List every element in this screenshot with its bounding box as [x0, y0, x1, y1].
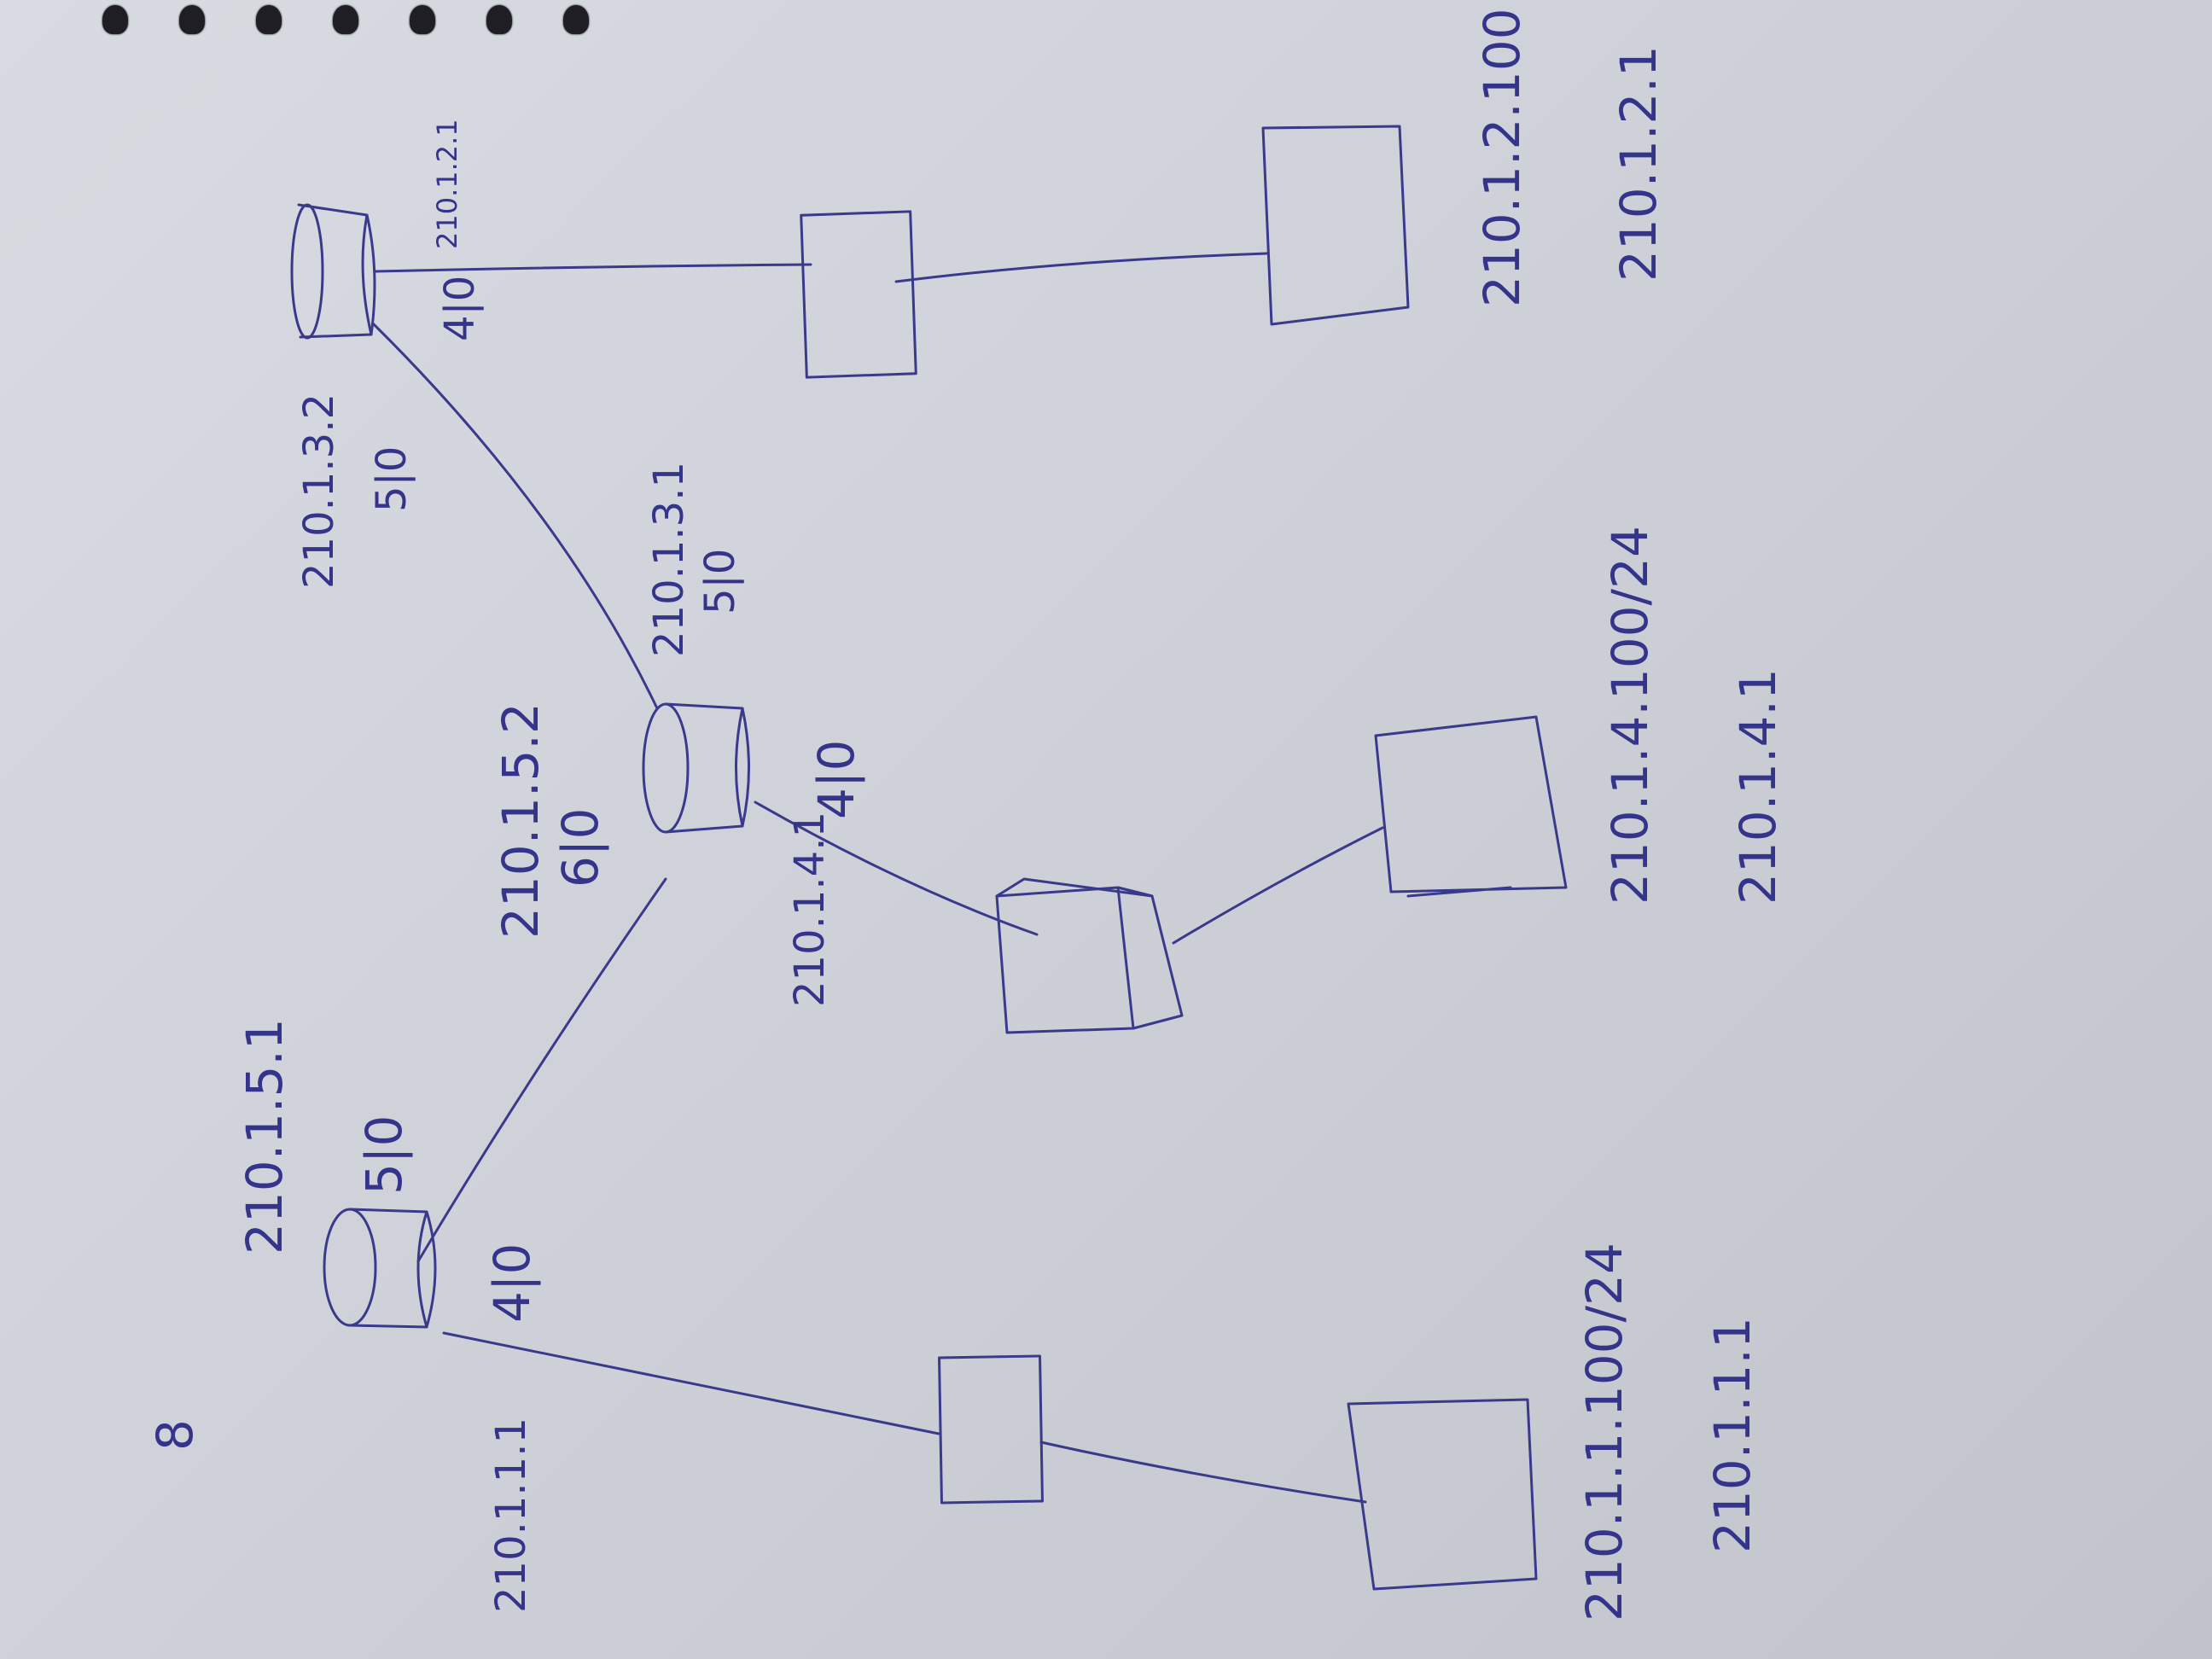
link-router2-switch2 — [754, 800, 1039, 936]
binding-ring — [563, 5, 589, 34]
link-router3-switch3 — [374, 263, 812, 273]
r1-fastethernet-interface-label: 4|0 — [483, 1243, 541, 1323]
r1-fastethernet-ip-label: 210.1.1.1 — [487, 1417, 535, 1613]
pc-icon — [1347, 1398, 1538, 1591]
switch-icon — [800, 210, 917, 379]
binding-ring — [486, 5, 512, 34]
router-icon — [290, 203, 376, 340]
router-icon — [642, 702, 750, 834]
r2-serial1-interface-label: 6|0 — [551, 808, 609, 888]
binding-ring — [256, 5, 282, 34]
r1-serial-interface-label: 5|0 — [355, 1115, 413, 1195]
binding-ring — [179, 5, 205, 34]
pc1-gateway-label: 210.1.1.1 — [1703, 1317, 1761, 1553]
binding-ring — [102, 5, 128, 34]
link-router1-switch1 — [442, 1331, 940, 1435]
r3-fastethernet-interface-label: 4|0 — [436, 276, 484, 341]
r2-serial1-ip-label: 210.1.5.2 — [492, 702, 550, 939]
pc1-ip-label: 210.1.1.100/24 — [1575, 1243, 1633, 1621]
link-switch2-pc2 — [1172, 826, 1384, 945]
spiral-binding — [0, 0, 2212, 34]
link-router2-router3 — [372, 323, 659, 710]
pc-icon — [1374, 715, 1568, 898]
pc3-gateway-label: 210.1.2.1 — [1610, 45, 1668, 282]
link-switch1-pc1 — [1039, 1441, 1367, 1504]
switch-icon — [938, 1354, 1044, 1505]
pc-icon — [1261, 125, 1410, 326]
pc3-ip-label: 210.1.2.100 — [1473, 8, 1531, 307]
router-icon — [323, 1208, 437, 1329]
r3-serial-ip-label: 210.1.3.2 — [295, 393, 343, 589]
link-switch3-pc3 — [894, 252, 1269, 283]
binding-ring — [333, 5, 358, 34]
r1-serial-ip-label: 210.1.5.1 — [236, 1018, 294, 1254]
r2-fastethernet-ip-label: 210.1.4.1 — [786, 812, 834, 1007]
r3-fastethernet-ip-label: 210.1.2.1 — [431, 119, 463, 249]
pc2-ip-label: 210.1.4.100/24 — [1601, 526, 1659, 905]
pc2-gateway-label: 210.1.4.1 — [1729, 668, 1787, 905]
switch-icon — [995, 877, 1184, 1034]
r2-serial0-ip-label: 210.1.3.1 — [645, 462, 693, 657]
r2-serial0-interface-label: 5|0 — [696, 549, 744, 614]
r2-fastethernet-interface-label: 4|0 — [807, 740, 865, 819]
page-number: 8 — [146, 1419, 204, 1451]
link-router1-router2 — [416, 877, 667, 1263]
r3-serial-interface-label: 5|0 — [368, 446, 416, 512]
binding-ring — [410, 5, 435, 34]
